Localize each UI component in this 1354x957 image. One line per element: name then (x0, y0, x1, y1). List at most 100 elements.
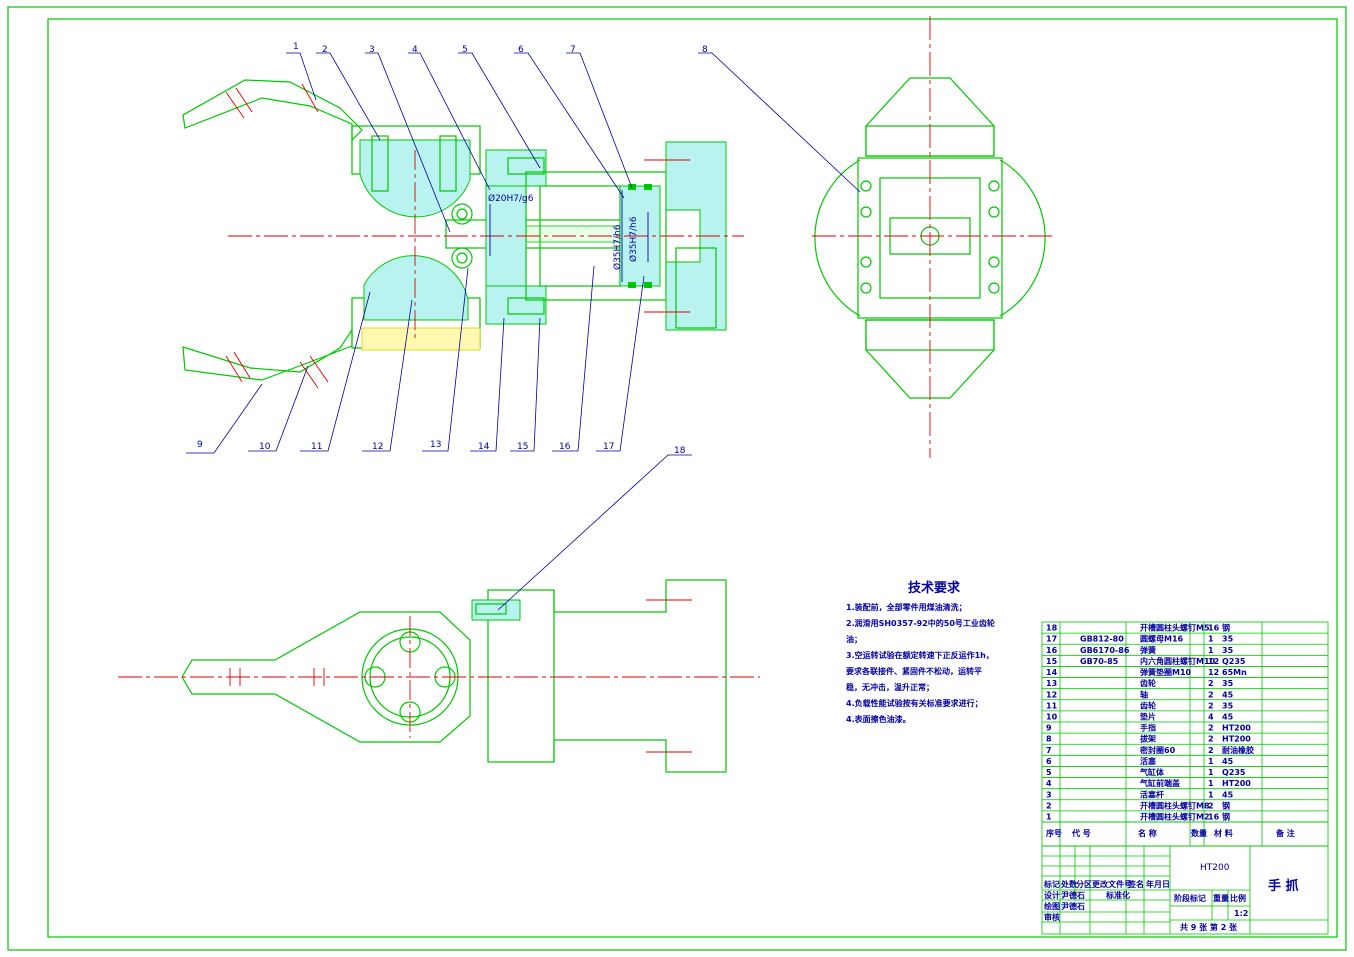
bom-cell-name: 气缸前端盖 (1139, 778, 1180, 788)
tech-line: 油； (846, 634, 862, 645)
bom-cell-mat: Q235 (1222, 768, 1246, 777)
tb-date: 年月日 (1146, 879, 1170, 889)
tech-heading: 技术要求 (908, 580, 961, 596)
bom-cell-qty: 2 (1208, 690, 1214, 699)
bom-cell-qty: 12 (1208, 657, 1219, 666)
balloon-16: 16 (559, 442, 571, 452)
tb-weight: 重量 (1213, 893, 1229, 903)
balloon-labels: 1 2 3 4 5 6 7 8 9 10 11 12 13 14 15 16 1… (197, 42, 708, 456)
top-view (118, 579, 760, 773)
bom-cell-no: 3 (1046, 790, 1052, 799)
tb-drafter: 尹德石 (1061, 901, 1085, 911)
bom-cell-no: 15 (1046, 657, 1058, 666)
balloon-4: 4 (412, 45, 418, 55)
tech-line: 4.表面擦色油漆。 (846, 714, 911, 724)
bom-cell-no: 8 (1046, 735, 1052, 744)
bom-cell-name: 开槽圆柱头螺钉M2 (1140, 812, 1210, 822)
balloon-1: 1 (293, 42, 299, 52)
bom-cell-no: 13 (1046, 679, 1057, 688)
tb-std: 标准化 (1105, 890, 1130, 900)
bom-cell-no: 17 (1046, 635, 1057, 644)
balloon-3: 3 (369, 45, 375, 55)
tech-line: 1.装配前，全部零件用煤油清洗； (846, 602, 967, 613)
side-view (812, 16, 1052, 458)
balloon-9: 9 (197, 440, 203, 450)
tb-zone: 分区 (1076, 879, 1092, 889)
dim-d3: Ø35H7/h6 (628, 216, 639, 262)
bom-cell-mat: 45 (1222, 690, 1234, 699)
bom-cell-code: GB6170-86 (1080, 646, 1130, 655)
balloon-5: 5 (462, 45, 468, 55)
bom-cell-name: 圆螺母M16 (1140, 634, 1184, 644)
leaders (186, 52, 861, 611)
bom-cell-name: 拔架 (1140, 734, 1156, 744)
sheet-count: 共 9 张 第 2 张 (1180, 922, 1238, 932)
bom-cell-name: 活塞 (1140, 756, 1157, 766)
bom-cell-no: 9 (1046, 724, 1052, 733)
bom-cell-qty: 1 (1208, 779, 1214, 788)
bom-cell-mat: 45 (1222, 790, 1234, 799)
bom-cell-qty: 12 (1208, 668, 1219, 677)
bom-cell-mat: 35 (1222, 635, 1234, 644)
title-block: 标记 处数 分区 更改文件号 签名 年月日 设计 尹德石 标准化 绘图 尹德石 … (1041, 845, 1329, 935)
bom-cell-no: 12 (1046, 690, 1057, 699)
bom-header-name: 名 称 (1138, 828, 1157, 838)
balloon-11: 11 (311, 442, 322, 452)
bom-header-mat: 材 料 (1214, 828, 1233, 838)
dim-d2: Ø35H7/h6 (612, 224, 623, 270)
tech-requirements: 技术要求 1.装配前，全部零件用煤油清洗； 2.润滑用SH0357-92中的50… (846, 580, 995, 724)
tb-mark: 标记 (1043, 879, 1060, 889)
bom-cell-qty: 2 (1208, 679, 1214, 688)
bom-cell-name: 手指 (1140, 723, 1156, 733)
bom-cell-no: 4 (1046, 779, 1052, 788)
bom-cell-code: GB70-85 (1080, 657, 1119, 666)
bom-cell-name: 活塞杆 (1140, 789, 1164, 799)
drawing-title: 手 抓 (1268, 878, 1299, 894)
balloon-13: 13 (430, 440, 441, 450)
bom-cell-no: 6 (1046, 757, 1052, 766)
tech-line: 稳，无冲击，温升正常； (846, 682, 934, 693)
balloon-2: 2 (322, 45, 328, 55)
tb-material: HT200 (1200, 863, 1230, 873)
tb-count: 处数 (1060, 879, 1078, 889)
bom-cell-no: 11 (1046, 701, 1058, 710)
bom-cell-no: 2 (1046, 801, 1052, 810)
bom-cell-name: 内六角圆柱螺钉M10 (1140, 656, 1216, 666)
bom-cell-name: 垫片 (1140, 712, 1156, 722)
bom-cell-name: 气缸体 (1139, 767, 1165, 777)
tech-line: 2.润滑用SH0357-92中的50号工业齿轮 (846, 618, 995, 628)
tb-sign: 签名 (1127, 879, 1144, 889)
bom-cell-qty: 16 (1208, 624, 1220, 633)
bom-cell-name: 开槽圆柱头螺钉M8 (1140, 800, 1210, 810)
bom-cell-qty: 2 (1208, 701, 1214, 710)
tb-doc: 更改文件号 (1092, 879, 1132, 889)
bom-cell-qty: 2 (1208, 724, 1214, 733)
balloon-14: 14 (478, 442, 490, 452)
tb-check: 审核 (1044, 912, 1060, 922)
tb-designer: 尹德石 (1061, 890, 1085, 900)
bom-cell-no: 10 (1046, 713, 1058, 722)
tech-line: 3.空运转试验在额定转速下正反运作1h， (846, 650, 994, 660)
bom-cell-qty: 2 (1208, 801, 1214, 810)
bom-cell-code: GB812-80 (1080, 635, 1124, 644)
bom-cell-name: 弹簧 (1140, 645, 1156, 655)
bom-cell-no: 7 (1046, 746, 1052, 755)
bom-cell-qty: 4 (1208, 713, 1214, 722)
bom-cell-mat: 钢 (1222, 623, 1230, 633)
bom-cell-mat: 35 (1222, 646, 1234, 655)
bom-cell-mat: 65Mn (1222, 668, 1247, 677)
bom-cell-qty: 1 (1208, 790, 1214, 799)
bom-header-note: 备 注 (1275, 828, 1295, 838)
main-section-view: Ø20H7/g6 Ø35H7/h6 Ø35H7/h6 (182, 79, 744, 389)
bom-cell-mat: 钢 (1222, 800, 1230, 810)
balloon-10: 10 (259, 442, 271, 452)
bom-header-qty: 数量 (1191, 828, 1207, 838)
bom-cell-name: 密封圈60 (1139, 745, 1176, 755)
balloon-12: 12 (372, 442, 383, 452)
bom-cell-qty: 16 (1208, 813, 1220, 822)
bom-cell-qty: 1 (1208, 635, 1214, 644)
bom-cell-mat: 45 (1222, 757, 1234, 766)
bom-cell-no: 5 (1046, 768, 1052, 777)
bom-cell-qty: 1 (1208, 768, 1214, 777)
